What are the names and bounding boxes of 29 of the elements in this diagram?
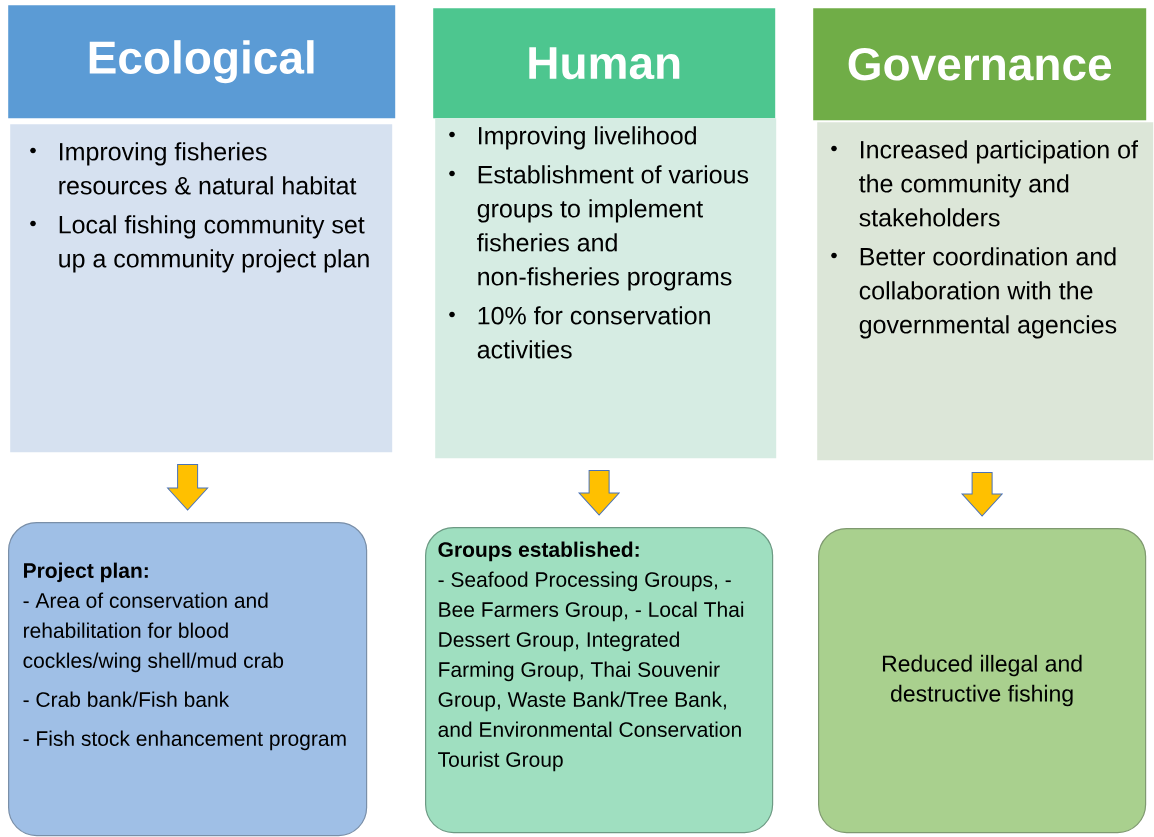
text-panel (435, 118, 777, 459)
header-box (813, 8, 1147, 121)
header-box (8, 5, 396, 119)
list-item: - Crab bank/Fish bank (23, 691, 230, 707)
list-item: - Area of conservation and rehabilitation for blood cockles/wing shell/mud crab (23, 592, 284, 673)
block-arrow (167, 463, 209, 511)
text-panel (817, 122, 1154, 461)
list-item: - Seafood Processing Groups, - Bee Farmers Group, - Local Thai Dessert Group, Integrated Farming Group, Thai Souvenir Group, Waste Bank/Tree Bank, and Environmental Conservation Tourist Group (438, 571, 744, 772)
bullet-item: Improving fisheries resources & natural habitat (30, 142, 357, 195)
bullet-item: Increased participation of the community and stakeholders (831, 140, 1138, 227)
heading: Groups established: (438, 541, 639, 562)
block-arrow (961, 471, 1003, 517)
text-panel (10, 124, 393, 453)
heading: Ecological (89, 40, 314, 84)
bullet-item: Local fishing community set up a community project plan (30, 215, 369, 273)
body-text: Reduced illegal and destructive fishing (882, 654, 1082, 707)
rounded-box (818, 528, 1147, 834)
bullet-item: Better coordination and collaboration with the governmental agencies (831, 247, 1117, 339)
bullet-item: 10% for conservation activities (449, 306, 710, 359)
header-box (433, 8, 776, 119)
block-arrow (578, 469, 620, 516)
heading: Project plan: (24, 562, 148, 583)
bullet-item: Improving livelihood (449, 126, 696, 150)
heading: Human (529, 47, 680, 80)
rounded-box (8, 522, 368, 837)
rounded-box (425, 527, 774, 834)
list-item: - Fish stock enhancement program (23, 730, 346, 751)
heading: Governance (848, 47, 1112, 81)
bullet-item: Establishment of various groups to implement fisheries and non-fisheries programs (449, 165, 749, 291)
